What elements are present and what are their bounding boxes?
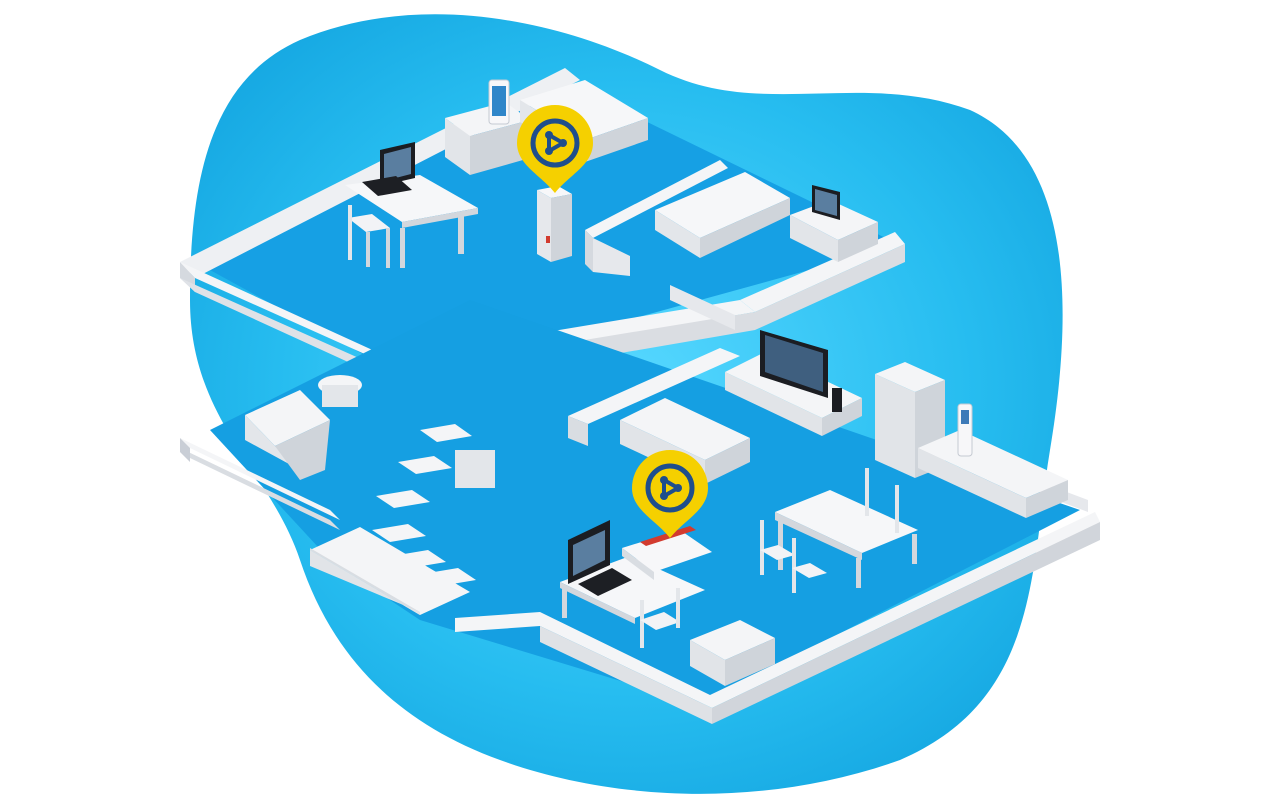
upper-bed-2 — [655, 172, 790, 258]
ground-partition-top — [568, 348, 740, 424]
ground-wall-front-top — [455, 512, 1100, 708]
ground-wall-left-face — [180, 438, 190, 462]
upper-cabinet — [445, 79, 530, 175]
upper-desk — [345, 142, 478, 268]
upper-floor — [180, 68, 905, 390]
tv-stand — [725, 330, 862, 436]
bathtub — [245, 390, 330, 480]
laptop-keyboard — [362, 176, 412, 196]
upper-wall-right-top — [740, 232, 905, 312]
ground-wall-front-right — [712, 522, 1100, 724]
toilet — [318, 375, 362, 407]
mesh-pin-icon-ground-floor — [632, 450, 708, 538]
upper-interior-divider — [670, 285, 735, 330]
ground-partition — [568, 416, 588, 446]
ground-wall-step-face — [310, 550, 420, 615]
router-device — [622, 526, 712, 580]
mesh-pin-icon-upper-floor — [517, 105, 593, 193]
mesh-repeater-device — [537, 186, 572, 262]
upper-chair — [348, 205, 390, 268]
upper-wall-front-left — [180, 278, 405, 388]
upper-interior-wall-face — [585, 230, 593, 272]
upper-dresser — [790, 185, 878, 262]
upper-interior-wall — [585, 160, 728, 238]
ground-chair — [640, 588, 680, 648]
ground-desk — [560, 520, 712, 624]
dining-chairs — [760, 468, 899, 593]
dining-table — [775, 490, 918, 588]
upper-wall-right — [755, 244, 905, 330]
ground-wall-step-top — [310, 527, 470, 615]
tv-speaker — [832, 388, 842, 412]
staircase — [372, 424, 495, 586]
kitchen-counter — [918, 403, 1068, 518]
ground-wall-step — [310, 548, 420, 615]
ground-wall-front — [540, 626, 712, 724]
upper-wall-front-left-top — [180, 262, 405, 372]
ground-laptop-keyboard — [578, 568, 632, 596]
low-cabinet — [690, 620, 775, 686]
ground-wall-left-top — [180, 438, 340, 520]
upper-interior-wall-face2 — [593, 238, 630, 276]
ground-wall-left — [180, 448, 340, 530]
